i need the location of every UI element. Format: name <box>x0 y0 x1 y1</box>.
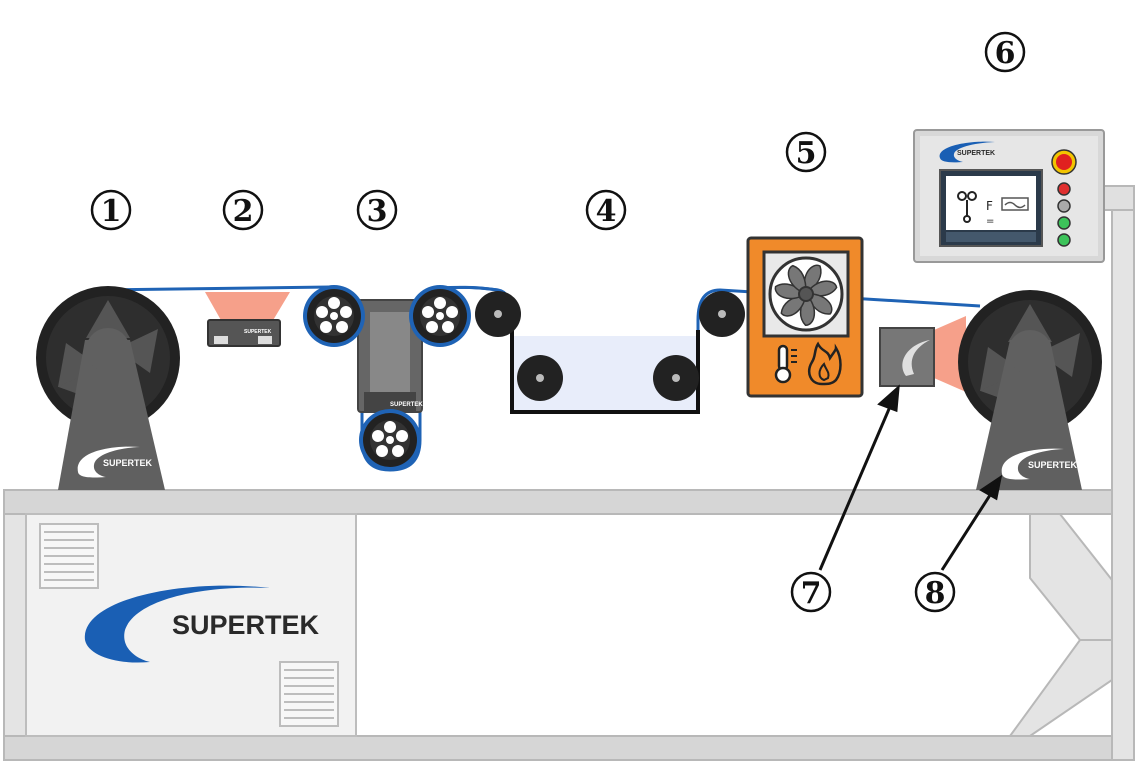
step-label-2: 2 <box>222 189 264 231</box>
flame-icon <box>808 341 842 386</box>
brand-logo: SUPERTEK <box>84 585 320 663</box>
grey-indicator <box>1057 199 1071 213</box>
svg-text:SUPERTEK: SUPERTEK <box>244 329 272 335</box>
green-indicator <box>1057 233 1071 247</box>
brand-logo: SUPERTEK <box>77 446 153 478</box>
svg-text:SUPERTEK: SUPERTEK <box>1028 460 1078 470</box>
svg-text:=: = <box>986 216 994 227</box>
step-label-5: 5 <box>785 131 827 173</box>
callout-arrow <box>818 384 900 571</box>
brand-logo: SUPERTEK <box>1001 448 1078 480</box>
svg-text:2: 2 <box>233 194 254 229</box>
step-label-7: 7 <box>790 571 832 613</box>
waveform-icon <box>1001 197 1029 211</box>
svg-text:5: 5 <box>796 136 817 171</box>
step-label-8: 8 <box>914 571 956 613</box>
fan-icon <box>762 250 850 338</box>
unwind-reel: SUPERTEK <box>36 286 180 490</box>
web-sensor: SUPERTEK <box>205 292 290 347</box>
step-label-3: 3 <box>356 189 398 231</box>
rewind-reel: SUPERTEK <box>958 290 1102 490</box>
svg-text:1: 1 <box>101 194 122 229</box>
hmi-control-panel: SUPERTEK F = <box>913 129 1105 263</box>
rewind-sensor <box>879 316 966 392</box>
thermometer-icon <box>774 344 797 384</box>
svg-text:SUPERTEK: SUPERTEK <box>390 402 423 408</box>
brand-logo: SUPERTEK <box>939 141 995 163</box>
dancer-symbol-icon <box>957 191 977 223</box>
svg-text:4: 4 <box>596 194 617 229</box>
svg-text:8: 8 <box>925 576 946 611</box>
step-label-6: 6 <box>984 31 1026 73</box>
svg-text:SUPERTEK: SUPERTEK <box>103 458 153 468</box>
step-label-1: 1 <box>90 189 132 231</box>
svg-text:SUPERTEK: SUPERTEK <box>957 150 995 157</box>
dancer-unit: SUPERTEK <box>303 285 471 471</box>
coating-bath <box>475 291 745 414</box>
svg-text:3: 3 <box>367 194 388 229</box>
callout-arrow <box>940 474 1003 571</box>
svg-text:6: 6 <box>995 36 1016 71</box>
svg-text:SUPERTEK: SUPERTEK <box>172 610 320 640</box>
svg-text:7: 7 <box>801 576 822 611</box>
dryer-unit <box>746 236 864 398</box>
control-cabinet: SUPERTEK <box>25 513 357 737</box>
red-indicator <box>1057 182 1071 196</box>
vent-grille <box>279 661 339 727</box>
machine-frame <box>3 185 1135 761</box>
svg-text:F: F <box>986 199 993 213</box>
vent-grille <box>39 523 99 589</box>
step-label-4: 4 <box>585 189 627 231</box>
green-indicator <box>1057 216 1071 230</box>
